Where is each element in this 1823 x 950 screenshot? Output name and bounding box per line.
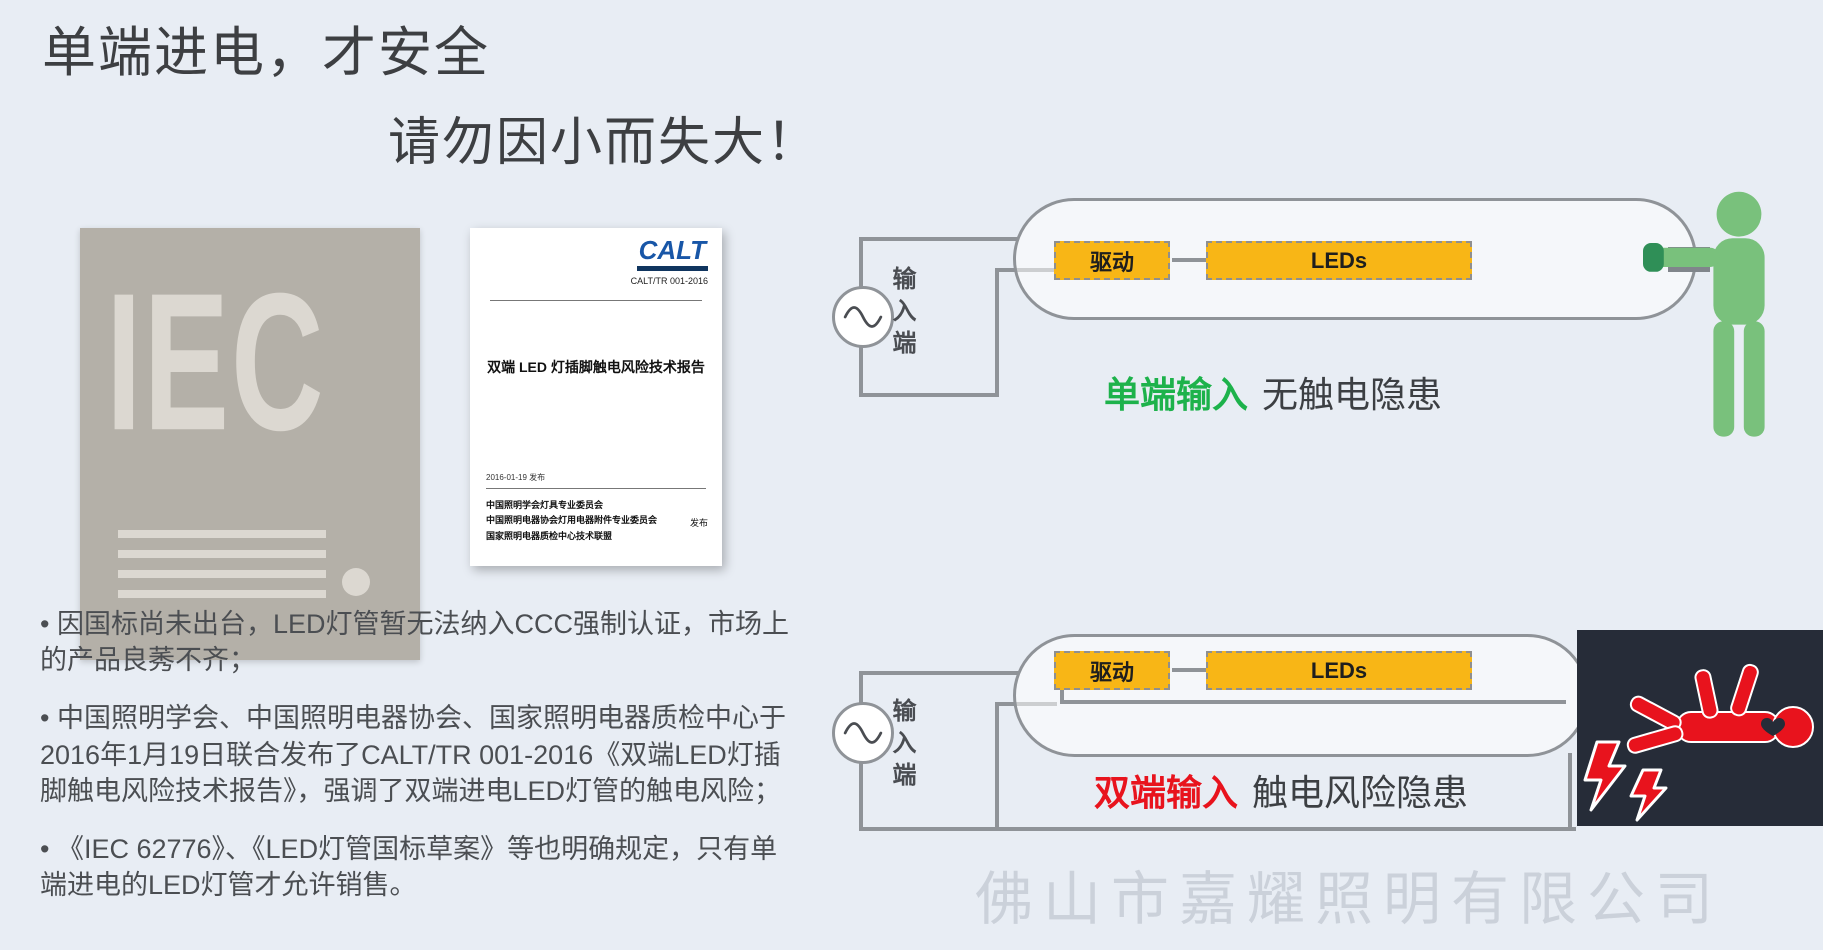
report-organizations: 中国照明学会灯具专业委员会 中国照明电器协会灯用电器附件专业委员会 国家照明电器… <box>486 498 657 544</box>
caption-term: 单端输入 <box>1104 374 1249 415</box>
bullet-item: • 《IEC 62776》、《LED灯管国标草案》等也明确规定，只有单端进电的L… <box>40 833 778 901</box>
report-divider <box>490 300 702 301</box>
report-org-line: 中国照明电器协会灯用电器附件专业委员会 <box>486 515 658 526</box>
driver-chip: 驱动 <box>1054 651 1170 690</box>
iec-logo-line <box>118 530 326 538</box>
calt-logo: CALT <box>636 235 708 271</box>
input-terminal-label: 输入端 <box>888 698 915 794</box>
wire-segment <box>859 237 1019 241</box>
report-org-line: 中国照明学会灯具专业委员会 <box>486 500 604 510</box>
ac-source <box>832 702 894 764</box>
bullet-list: • 因国标尚未出台，LED灯管暂无法纳入CCC强制认证，市场上的产品良莠不齐； … <box>40 606 790 925</box>
bullet-item: • 中国照明学会、中国照明电器协会、国家照明电器质检中心于2016年1月19日联… <box>40 703 786 806</box>
wire-segment <box>1568 753 1572 831</box>
driver-chip: 驱动 <box>1054 241 1170 280</box>
wire-segment <box>859 393 999 397</box>
report-publish-label: 发布 <box>689 518 708 528</box>
caption-desc: 触电风险隐患 <box>1252 772 1469 813</box>
input-terminal-label: 输入端 <box>888 266 915 362</box>
sine-wave-icon <box>843 722 883 744</box>
tube-pin <box>1668 267 1710 272</box>
chip-connector <box>1172 258 1206 262</box>
wire-segment <box>995 268 999 397</box>
report-divider <box>486 488 706 489</box>
caption-desc: 无触电隐患 <box>1262 374 1443 415</box>
double-input-caption: 双端输入触电风险隐患 <box>1094 764 1468 816</box>
iec-logo-line <box>118 550 326 558</box>
safe-person-icon <box>1643 191 1765 437</box>
leds-chip: LEDs <box>1206 651 1472 690</box>
single-input-caption: 单端输入无触电隐患 <box>1104 366 1442 418</box>
electric-shock-graphic <box>1577 630 1823 826</box>
company-watermark: 佛山市嘉耀照明有限公司 <box>975 867 1724 932</box>
ac-source <box>832 286 894 348</box>
wire-segment <box>859 827 1576 831</box>
chip-connector <box>1172 668 1206 672</box>
sine-wave-icon <box>843 306 883 328</box>
report-issue-date: 2016-01-19 发布 <box>486 473 546 482</box>
page-title: 单端进电，才安全 <box>42 23 490 83</box>
internal-wire <box>1060 690 1064 702</box>
shocked-person-icon <box>1583 663 1814 822</box>
iec-logo-line <box>118 590 326 598</box>
iec-logo-image: IEC <box>80 228 420 660</box>
report-cover-image: CALT CALT/TR 001-2016 双端 LED 灯插脚触电风险技术报告… <box>470 228 722 566</box>
bullet-item: • 因国标尚未出台，LED灯管暂无法纳入CCC强制认证，市场上的产品良莠不齐； <box>40 609 789 676</box>
leds-chip: LEDs <box>1206 241 1472 280</box>
report-org-line: 国家照明电器质检中心技术联盟 <box>486 530 613 541</box>
iec-logo-line <box>118 570 326 578</box>
page-subtitle: 请勿因小而失大！ <box>388 114 821 172</box>
iec-logo-dot <box>342 568 370 596</box>
caption-term: 双端输入 <box>1094 772 1239 813</box>
report-title: 双端 LED 灯插脚触电风险技术报告 <box>487 359 705 375</box>
wire-segment <box>859 671 1019 675</box>
internal-wire <box>1060 700 1566 704</box>
wire-segment <box>995 702 999 831</box>
iec-logo-text: IEC <box>106 252 326 472</box>
report-code: CALT/TR 001-2016 <box>630 276 708 286</box>
